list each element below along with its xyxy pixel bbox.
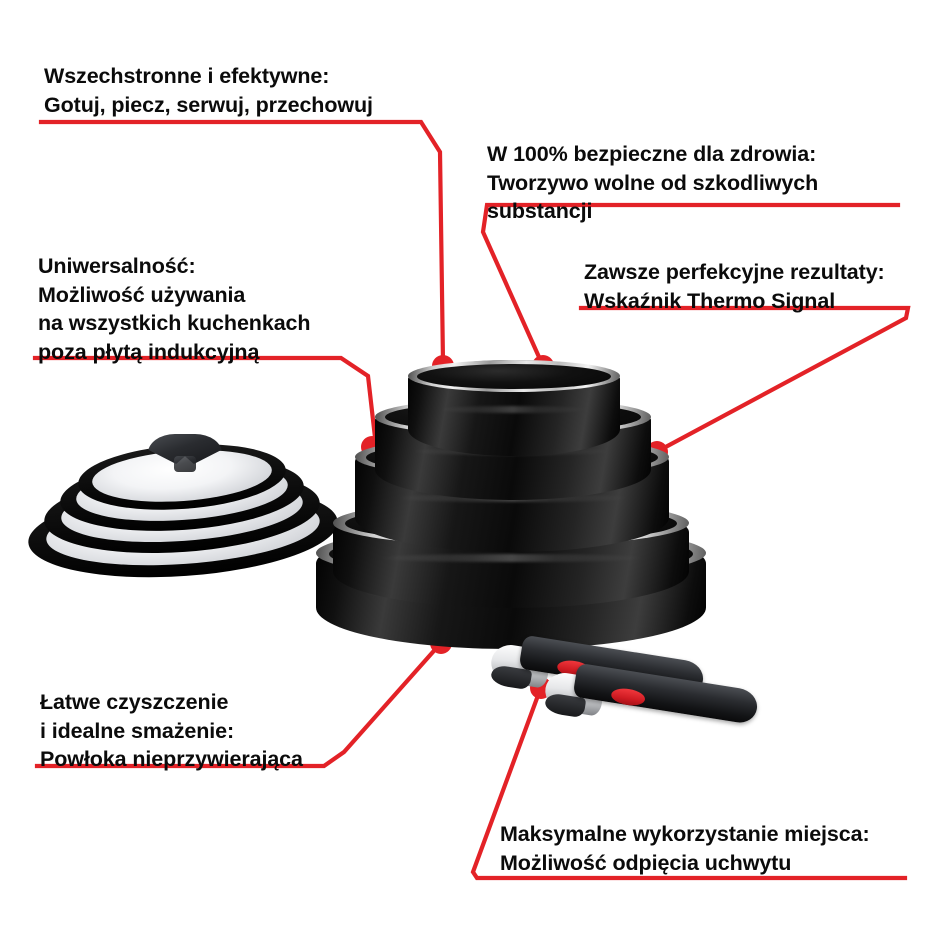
callout-versatile-detail: Gotuj, piecz, serwuj, przechowuj	[44, 92, 373, 117]
callout-universal-title: Uniwersalność:	[38, 254, 196, 278]
callout-safe-detail-1: Tworzywo wolne od szkodliwych	[487, 170, 819, 195]
callout-thermo-detail: Wskaźnik Thermo Signal	[584, 288, 836, 313]
lid-knob-stem	[174, 456, 196, 472]
callout-coating: Łatwe czyszczenie i idealne smażenie: Po…	[40, 688, 303, 774]
callout-safe: W 100% bezpieczne dla zdrowia: Tworzywo …	[487, 140, 818, 226]
pan2-shine	[377, 554, 647, 562]
rondel-gorny	[408, 360, 620, 456]
callout-versatile-title: Wszechstronne i efektywne:	[44, 64, 330, 88]
callout-safe-detail-2: substancji	[487, 199, 593, 224]
callout-universal: Uniwersalność: Możliwość używania na wsz…	[38, 252, 311, 366]
callout-safe-title: W 100% bezpieczne dla zdrowia:	[487, 142, 817, 166]
callout-space-title: Maksymalne wykorzystanie miejsca:	[500, 822, 870, 846]
callout-universal-detail-3: poza płytą indukcyjną	[38, 339, 260, 364]
callout-coating-title-2: i idealne smażenie:	[40, 718, 235, 743]
callout-thermo-title: Zawsze perfekcyjne rezultaty:	[584, 260, 885, 284]
callout-universal-detail-2: na wszystkich kuchenkach	[38, 311, 311, 336]
callout-space-detail: Możliwość odpięcia uchwytu	[500, 850, 792, 875]
callout-space: Maksymalne wykorzystanie miejsca: Możliw…	[500, 820, 870, 877]
callout-versatile: Wszechstronne i efektywne: Gotuj, piecz,…	[44, 62, 373, 119]
callout-thermo: Zawsze perfekcyjne rezultaty: Wskaźnik T…	[584, 258, 885, 315]
pot-small-inner	[417, 364, 611, 389]
glass-lid-stack	[25, 432, 341, 587]
callout-coating-title-1: Łatwe czyszczenie	[40, 690, 229, 714]
callout-coating-detail: Powłoka nieprzywierająca	[40, 747, 303, 772]
callout-universal-detail-1: Możliwość używania	[38, 282, 246, 307]
pot-small-shine	[438, 406, 588, 413]
handle-2-grip	[572, 662, 760, 726]
